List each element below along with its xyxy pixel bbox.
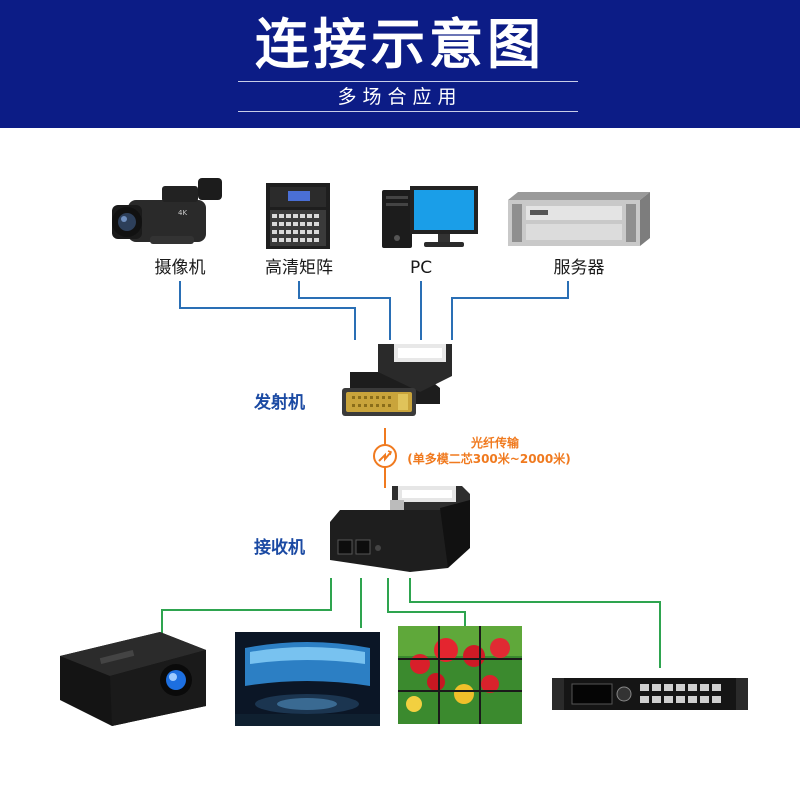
fiber-label: 光纤传输 (470, 436, 519, 450)
output-lines (161, 578, 661, 668)
input-lines (179, 281, 569, 340)
dvi-receiver-icon (330, 486, 470, 572)
fiber-link-icon (373, 444, 397, 468)
receiver-label: 接收机 (254, 538, 305, 558)
line-projector (161, 578, 332, 640)
header-divider (238, 81, 578, 82)
source-label-pc: PC (409, 258, 433, 278)
desktop-pc-icon (382, 186, 478, 248)
line-camcorder (179, 281, 356, 340)
svg-text:4K: 4K (178, 209, 187, 217)
source-label-camcorder: 摄像机 (154, 258, 206, 278)
fiber-link (373, 428, 397, 488)
transmitter-label: 发射机 (254, 393, 305, 413)
header-banner: 连接示意图 多场合应用 (0, 0, 800, 128)
line-matrix (298, 281, 391, 340)
video-wall-icon (398, 626, 522, 724)
page-subtitle: 多场合应用 (337, 86, 463, 108)
page-title: 连接示意图 (255, 13, 545, 76)
line-server (451, 281, 569, 340)
dvi-transmitter-icon (342, 344, 452, 416)
line-processor (409, 578, 661, 668)
camcorder-icon: 4K (112, 178, 222, 244)
projector-icon (60, 632, 206, 726)
rack-server-icon (508, 192, 650, 246)
matrix-switcher-icon (266, 183, 330, 249)
video-processor-icon (552, 678, 748, 710)
curved-screen-icon (235, 632, 380, 726)
line-video-wall (387, 578, 466, 628)
source-label-matrix: 高清矩阵 (265, 258, 333, 278)
header-divider-bottom (238, 111, 578, 112)
source-label-server: 服务器 (553, 258, 605, 278)
fiber-spec: (单多模二芯300米~2000米) (407, 452, 571, 466)
